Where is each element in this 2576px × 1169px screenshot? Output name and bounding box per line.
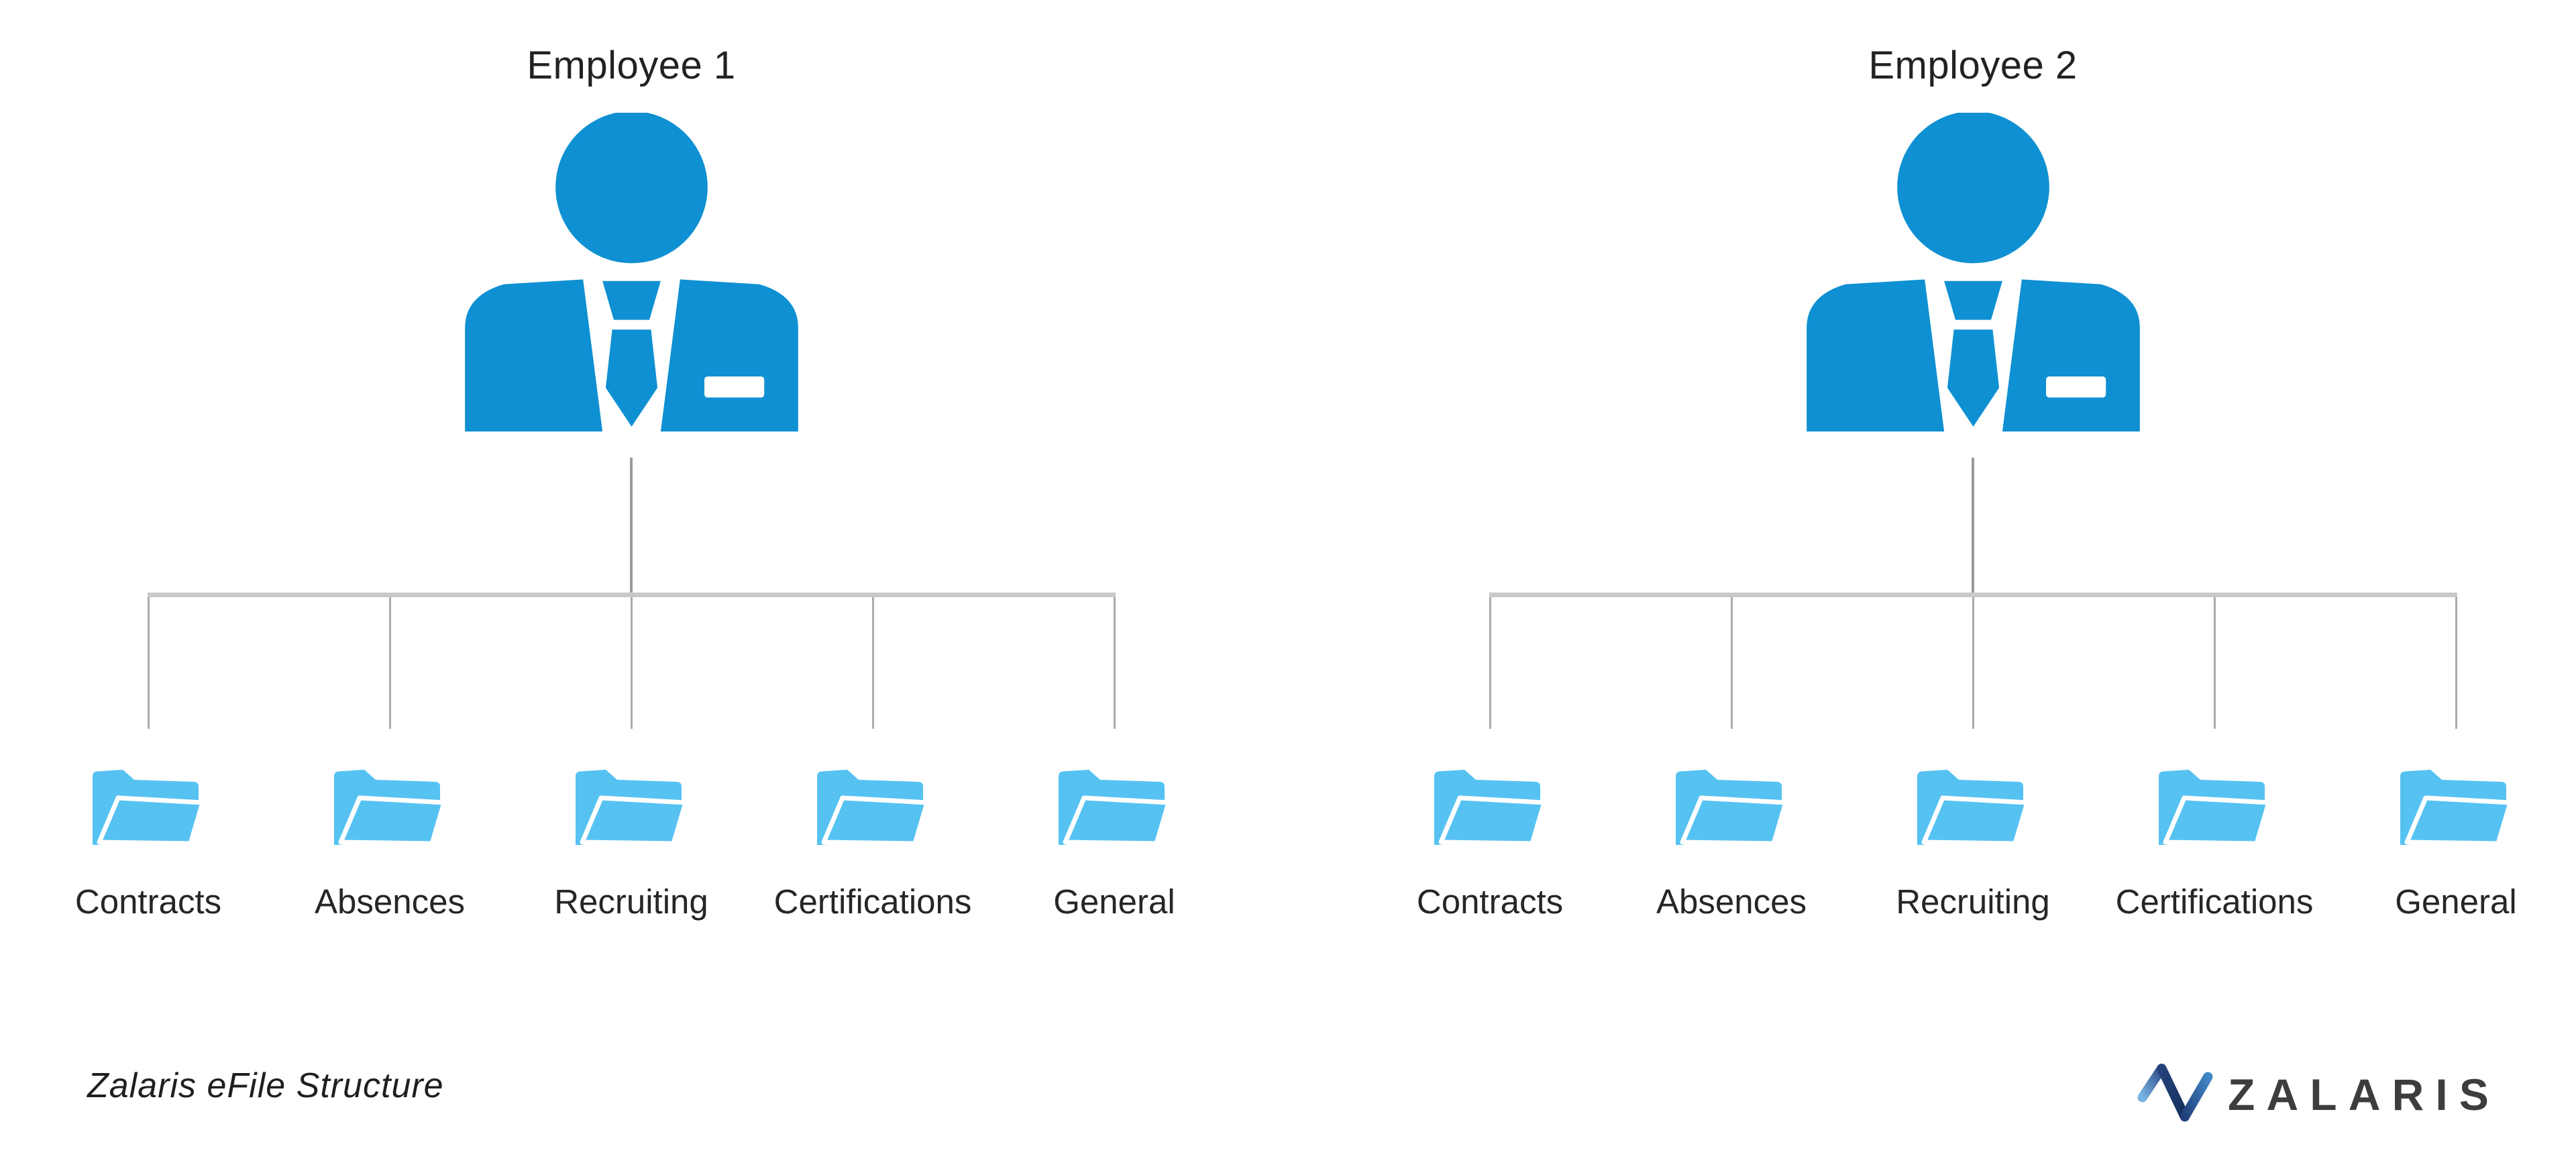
connector-drop: [147, 597, 150, 729]
folder-column: Recruiting: [1852, 597, 2094, 919]
person-icon: [462, 113, 802, 431]
connector-drop: [1489, 597, 1491, 729]
connector-drop: [388, 597, 391, 729]
folder-icon: [1676, 768, 1787, 848]
folder-column: Contracts: [1369, 597, 1611, 919]
connector-drop: [1972, 597, 1974, 729]
folder-icon: [1434, 768, 1546, 848]
diagram-caption: Zalaris eFile Structure: [87, 1066, 444, 1105]
folder-icon: [1059, 768, 1170, 848]
folder-label: Recruiting: [1896, 882, 2050, 921]
folder-column: General: [2335, 597, 2576, 919]
employee-2-subtree: Employee 2 Contracts Absences Recruiting: [1369, 0, 2576, 953]
connector-drop: [871, 597, 874, 729]
folder-row: Contracts Absences Recruiting Certificat…: [1369, 597, 2576, 919]
connector-drop: [1730, 597, 1733, 729]
employee-title: Employee 2: [1868, 44, 2078, 87]
connector-bar: [148, 593, 1116, 597]
folder-icon: [334, 768, 445, 848]
folder-icon: [2159, 768, 2270, 848]
folder-label: Certifications: [773, 882, 972, 921]
folder-label: General: [2395, 882, 2517, 921]
folder-column: Certifications: [752, 597, 994, 919]
folder-icon: [1917, 768, 2029, 848]
folder-icon: [817, 768, 928, 848]
zalaris-wordmark: ZALARIS: [2228, 1070, 2501, 1119]
zalaris-zigzag-mark-icon: [2137, 1064, 2213, 1122]
connector-stem: [630, 458, 633, 593]
folder-column: General: [994, 597, 1235, 919]
connector-drop: [1113, 597, 1116, 729]
folder-icon: [2400, 768, 2512, 848]
folder-icon: [576, 768, 687, 848]
folder-column: Recruiting: [511, 597, 752, 919]
folder-column: Absences: [1611, 597, 1852, 919]
folder-label: Certifications: [2115, 882, 2314, 921]
connector-drop: [630, 597, 633, 729]
folder-label: Contracts: [74, 882, 222, 921]
folder-label: Absences: [315, 882, 465, 921]
folder-column: Absences: [269, 597, 511, 919]
employee-1-subtree: Employee 1 Contracts Absences Recruiting: [28, 0, 1235, 953]
folder-column: Contracts: [28, 597, 269, 919]
connector-drop: [2213, 597, 2216, 729]
person-icon: [1803, 113, 2143, 431]
folder-label: Absences: [1656, 882, 1807, 921]
folder-label: Contracts: [1416, 882, 1564, 921]
connector-bar: [1489, 593, 2457, 597]
folder-label: General: [1053, 882, 1175, 921]
connector-stem: [1972, 458, 1974, 593]
zalaris-logo: ZALARIS: [2136, 1058, 2500, 1131]
folder-label: Recruiting: [554, 882, 708, 921]
employee-title: Employee 1: [527, 44, 736, 87]
folder-column: Certifications: [2094, 597, 2335, 919]
folder-row: Contracts Absences Recruiting Certificat…: [28, 597, 1235, 919]
connector-drop: [2455, 597, 2457, 729]
folder-icon: [93, 768, 204, 848]
